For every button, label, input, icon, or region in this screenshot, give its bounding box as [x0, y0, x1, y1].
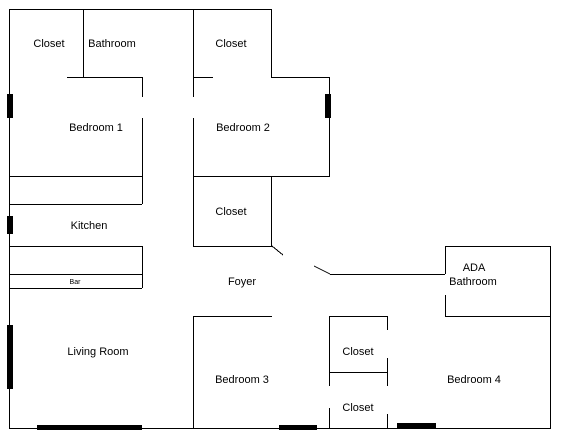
label-closet-4: Closet	[342, 346, 373, 358]
label-closet-3: Closet	[215, 206, 246, 218]
label-foyer: Foyer	[228, 276, 256, 288]
label-closet-2: Closet	[215, 38, 246, 50]
room-labels: Closet Bathroom Closet Bedroom 1 Bedroom…	[33, 38, 501, 414]
label-closet-1: Closet	[33, 38, 64, 50]
label-living-room: Living Room	[67, 346, 128, 358]
label-ada-line-2: Bathroom	[449, 276, 497, 288]
label-bar: Bar	[70, 279, 82, 286]
label-bedroom-1: Bedroom 1	[69, 122, 123, 134]
window-bedroom-3	[279, 425, 317, 430]
label-kitchen: Kitchen	[71, 220, 108, 232]
door-swing-2	[313, 265, 331, 275]
door-swing-1	[271, 245, 284, 256]
window-bedroom-4	[397, 423, 436, 428]
label-bathroom: Bathroom	[88, 38, 136, 50]
window-living-room-front	[37, 425, 142, 430]
label-ada-line-1: ADA	[463, 262, 486, 274]
walls	[9, 9, 551, 429]
label-bedroom-3: Bedroom 3	[215, 374, 269, 386]
window-bedroom-2	[325, 94, 331, 118]
label-bedroom-2: Bedroom 2	[216, 122, 270, 134]
label-bedroom-4: Bedroom 4	[447, 374, 501, 386]
label-closet-5: Closet	[342, 402, 373, 414]
